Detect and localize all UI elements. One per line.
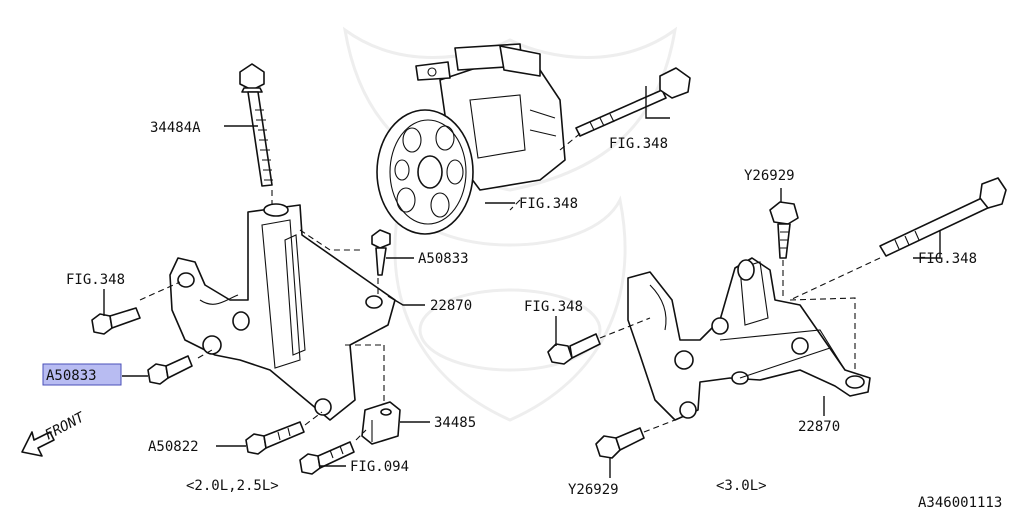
collar-34485[interactable]: [361, 401, 401, 445]
label-a50833-highlighted[interactable]: A50833: [46, 368, 97, 384]
label-y26929-lower[interactable]: Y26929: [568, 482, 619, 498]
right-dash-guides: [599, 257, 881, 433]
label-a50833-upper[interactable]: A50833: [418, 251, 469, 267]
front-label: FRONT: [42, 409, 88, 444]
label-22870-right[interactable]: 22870: [798, 419, 840, 435]
label-22870-left[interactable]: 22870: [430, 298, 472, 314]
label-34485[interactable]: 34485: [434, 415, 476, 431]
bolt-a50833-upper[interactable]: [371, 229, 391, 276]
label-fig348-pump[interactable]: FIG.348: [609, 136, 668, 152]
highlight-box: [42, 363, 122, 386]
label-34484a[interactable]: 34484A: [150, 120, 201, 136]
left-dash-guides: [139, 131, 583, 441]
front-arrow-icon: [21, 431, 55, 457]
label-engine-left: <2.0L,2.5L>: [186, 478, 279, 494]
bolt-a50833-lower[interactable]: [147, 355, 193, 385]
label-a50822[interactable]: A50822: [148, 439, 199, 455]
label-fig348-left[interactable]: FIG.348: [66, 272, 125, 288]
diagram-id: A346001113: [918, 495, 1002, 511]
bolt-fig348-left[interactable]: [91, 307, 141, 335]
bracket-22870-right[interactable]: [627, 257, 871, 421]
label-engine-right: <3.0L>: [716, 478, 767, 494]
stud-right: [879, 177, 1007, 257]
bolt-a50822[interactable]: [245, 421, 305, 455]
label-fig348-right-bolt[interactable]: FIG.348: [524, 299, 583, 315]
leader-lines: [103, 86, 941, 478]
label-fig094[interactable]: FIG.094: [350, 459, 409, 475]
front-indicator: FRONT: [21, 409, 88, 457]
bolt-y26929-upper[interactable]: [769, 201, 799, 259]
pump-mount-stud: [575, 67, 691, 137]
bolt-fig094[interactable]: [299, 441, 355, 475]
bolt-34484a[interactable]: [239, 63, 273, 187]
label-fig348-right-rod[interactable]: FIG.348: [918, 251, 977, 267]
part-labels: 34484A FIG.348 FIG.348 A50833 22870 FIG.…: [42, 120, 1002, 511]
bracket-22870-left[interactable]: [169, 203, 396, 421]
bolt-y26929-lower[interactable]: [595, 427, 645, 459]
pump-pulley[interactable]: [376, 109, 474, 235]
label-fig348-pulley[interactable]: FIG.348: [519, 196, 578, 212]
label-y26929-upper[interactable]: Y26929: [744, 168, 795, 184]
